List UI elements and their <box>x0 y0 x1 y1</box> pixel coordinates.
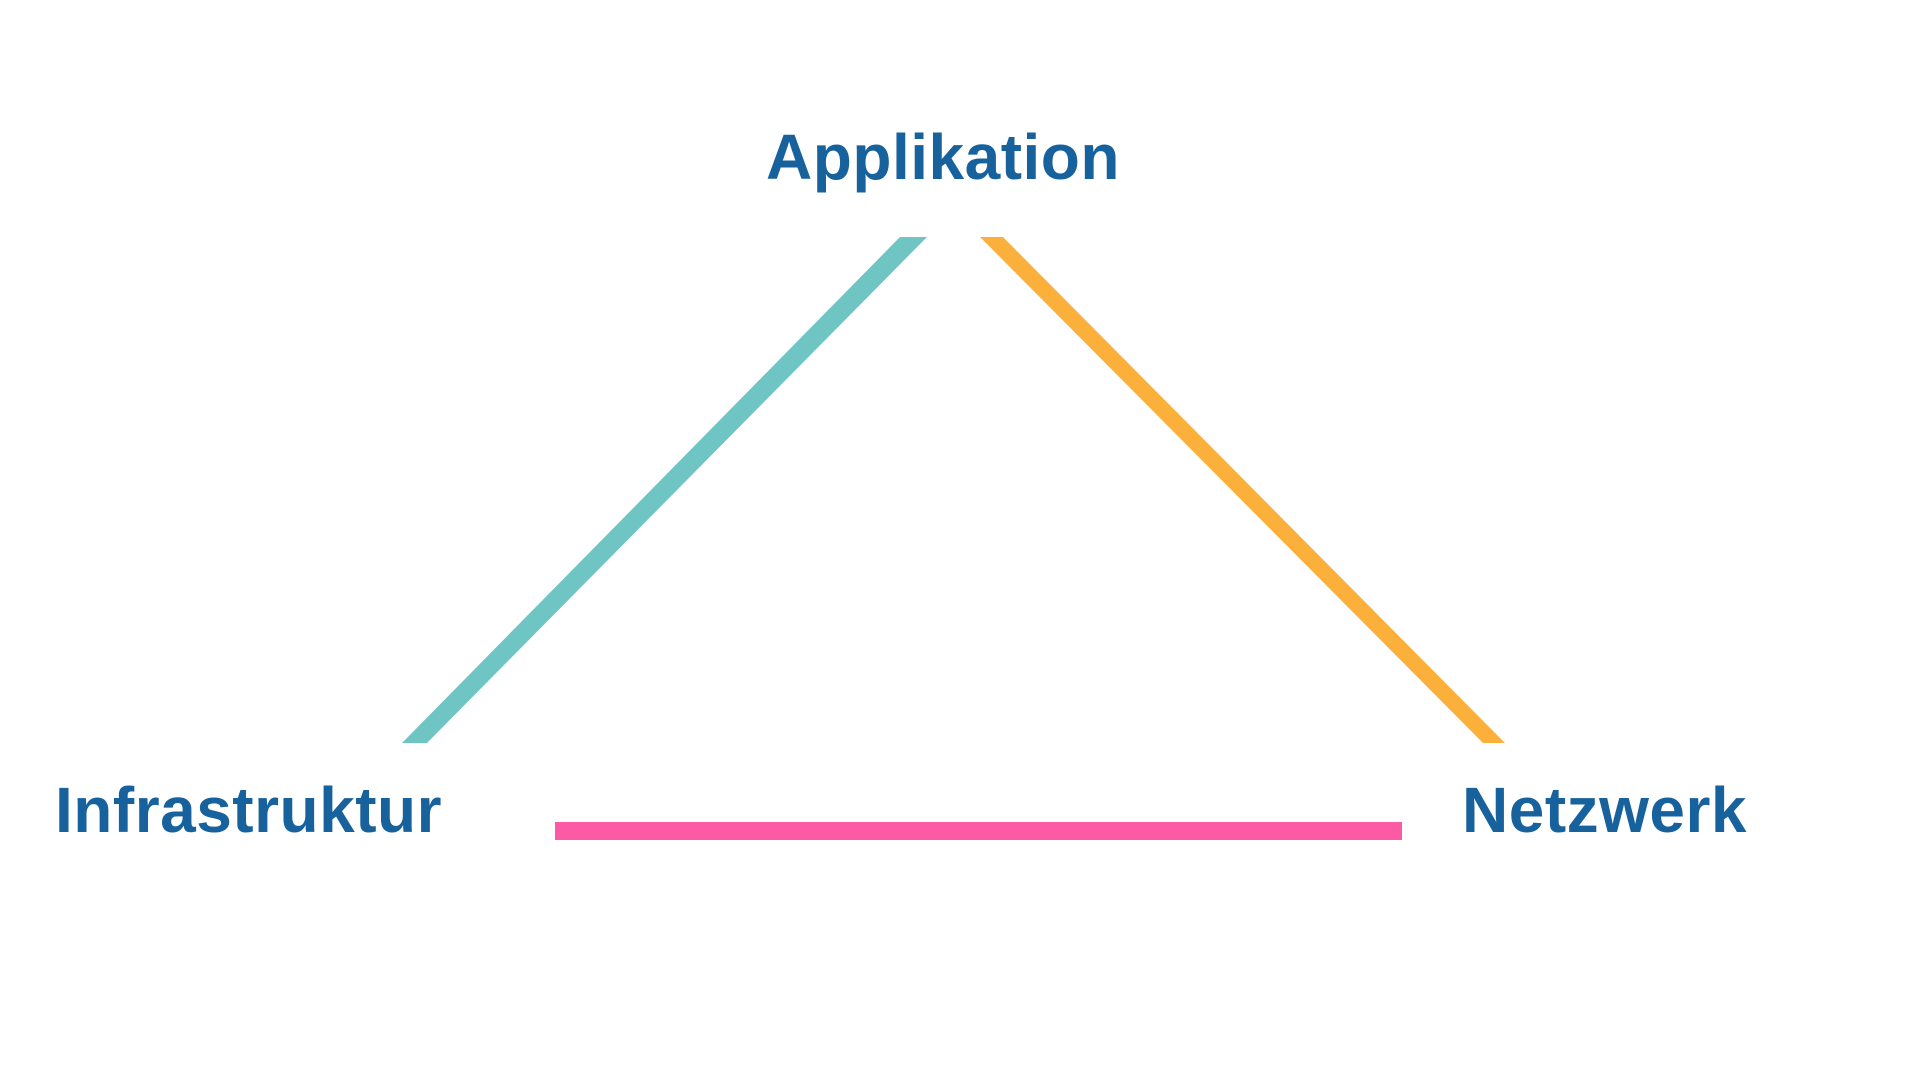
edge-infrastruktur-netzwerk <box>555 822 1402 840</box>
node-label-netzwerk: Netzwerk <box>1462 774 1747 846</box>
edge-applikation-infrastruktur <box>402 237 927 743</box>
node-label-infrastruktur: Infrastruktur <box>55 774 442 846</box>
node-label-applikation: Applikation <box>766 121 1120 193</box>
edge-applikation-netzwerk <box>980 237 1505 743</box>
